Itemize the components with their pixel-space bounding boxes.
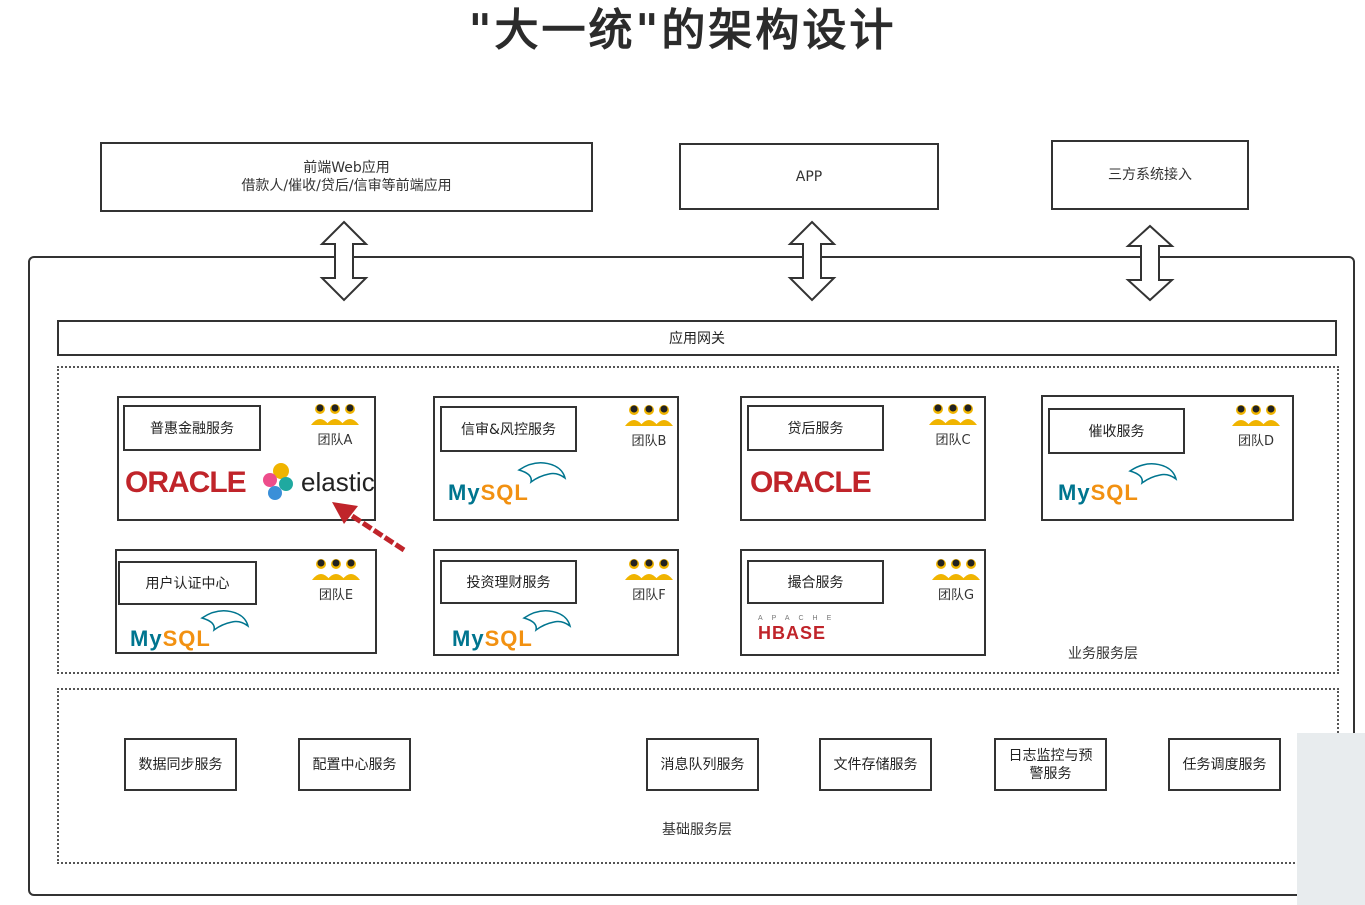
log-monitor-line2: 警服务 xyxy=(1029,765,1072,782)
service-name-g: 撮合服务 xyxy=(747,560,884,604)
mysql-logo: MySQL xyxy=(1058,480,1139,505)
dolphin-icon xyxy=(517,462,567,484)
web-app-desc: 借款人/催收/贷后/信审等前端应用 xyxy=(241,178,452,194)
mysql-logo: MySQL xyxy=(452,626,533,651)
presenter-video-thumbnail xyxy=(1297,733,1365,905)
service-name-b: 信审&风控服务 xyxy=(440,406,577,452)
app-label: APP xyxy=(795,168,823,185)
base-service-data-sync: 数据同步服务 xyxy=(124,738,237,791)
team-a: 团队A xyxy=(305,403,365,448)
team-c-label: 团队C xyxy=(935,433,971,448)
team-icon xyxy=(929,404,977,425)
service-name-e: 用户认证中心 xyxy=(118,561,257,605)
hbase-logo: APACHE HBASE xyxy=(758,615,840,644)
double-arrow-icon xyxy=(1125,224,1175,302)
service-name-d: 催收服务 xyxy=(1048,408,1185,454)
team-icon xyxy=(312,559,360,580)
team-d-label: 团队D xyxy=(1237,434,1274,449)
double-arrow-icon xyxy=(319,220,369,302)
team-e: 团队E xyxy=(306,558,366,603)
elastic-logo-icon xyxy=(263,463,293,500)
service-name-a: 普惠金融服务 xyxy=(123,405,261,451)
team-e-label: 团队E xyxy=(318,588,354,603)
base-service-file-storage: 文件存储服务 xyxy=(819,738,932,791)
app-box: APP xyxy=(679,143,939,210)
api-gateway: 应用网关 xyxy=(57,320,1337,356)
page-title: "大一统"的架构设计 xyxy=(468,5,897,56)
base-layer-label: 基础服务层 xyxy=(662,822,732,838)
service-name-c: 贷后服务 xyxy=(747,405,884,451)
third-party-box: 三方系统接入 xyxy=(1051,140,1249,210)
dolphin-icon xyxy=(200,610,250,632)
oracle-logo: ORACLE xyxy=(750,466,872,499)
business-layer-label: 业务服务层 xyxy=(1068,646,1138,662)
third-party-label: 三方系统接入 xyxy=(1108,167,1192,183)
web-app-box: 前端Web应用 借款人/催收/贷后/信审等前端应用 xyxy=(100,142,593,212)
team-b-label: 团队B xyxy=(631,434,667,449)
base-service-message-queue: 消息队列服务 xyxy=(646,738,759,791)
team-a-label: 团队A xyxy=(317,433,353,448)
mysql-logo: MySQL xyxy=(130,626,211,651)
team-icon xyxy=(625,559,673,580)
team-f: 团队F xyxy=(619,558,679,603)
base-service-config-center: 配置中心服务 xyxy=(298,738,411,791)
team-g-label: 团队G xyxy=(937,588,975,603)
oracle-logo: ORACLE xyxy=(125,466,247,499)
dolphin-icon xyxy=(1128,463,1178,485)
base-service-task-scheduler: 任务调度服务 xyxy=(1168,738,1281,791)
team-icon xyxy=(311,404,359,425)
business-service-layer xyxy=(57,366,1339,674)
team-icon xyxy=(932,559,980,580)
dolphin-icon xyxy=(522,610,572,632)
service-name-f: 投资理财服务 xyxy=(440,560,577,604)
base-service-log-monitor: 日志监控与预 警服务 xyxy=(994,738,1107,791)
red-arrow-icon xyxy=(332,502,406,553)
web-app-title: 前端Web应用 xyxy=(303,160,390,176)
team-icon xyxy=(625,405,673,426)
double-arrow-icon xyxy=(787,220,837,302)
team-f-label: 团队F xyxy=(632,588,666,603)
hbase-label: HBASE xyxy=(758,623,827,643)
log-monitor-line1: 日志监控与预 xyxy=(1008,747,1093,764)
team-icon xyxy=(1232,405,1280,426)
team-c: 团队C xyxy=(923,403,983,448)
team-b: 团队B xyxy=(619,404,679,449)
system-frame xyxy=(28,256,1355,896)
team-g: 团队G xyxy=(926,558,986,603)
team-d: 团队D xyxy=(1226,404,1286,449)
hbase-apache-label: APACHE xyxy=(758,615,841,622)
elastic-logo: elastic xyxy=(301,467,375,497)
mysql-logo: MySQL xyxy=(448,480,529,505)
